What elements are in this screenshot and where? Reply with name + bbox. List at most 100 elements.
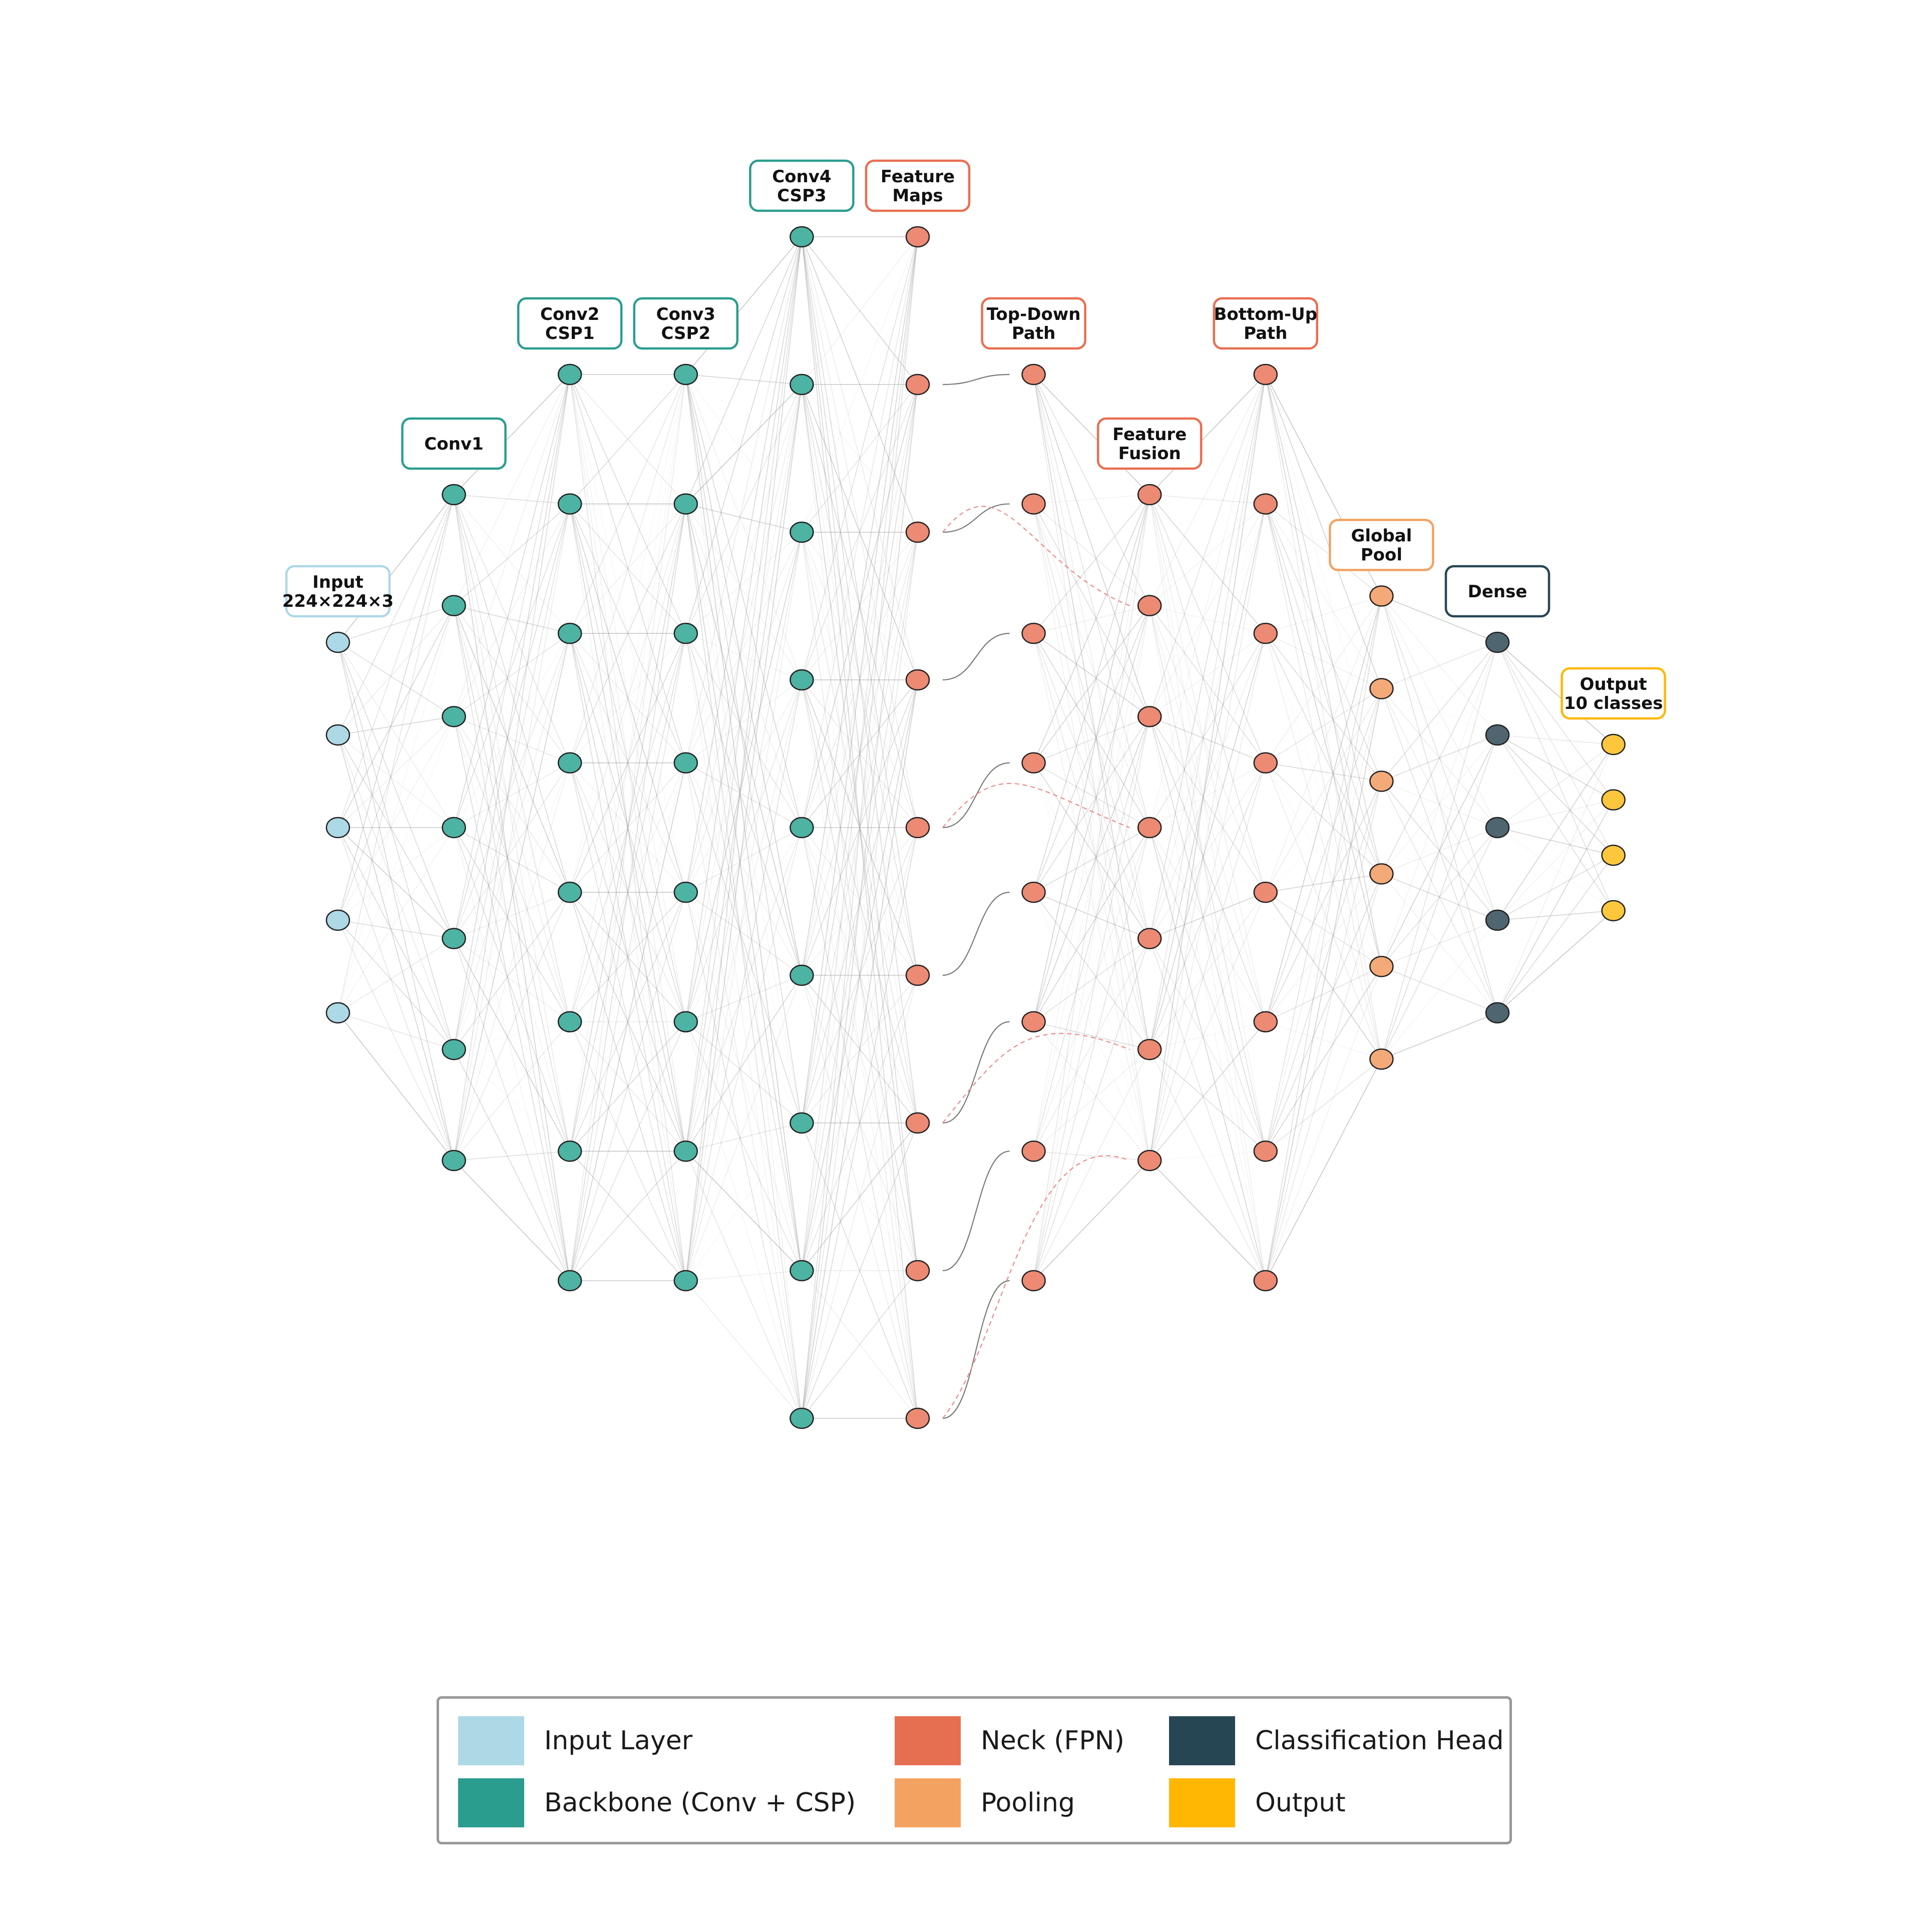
edge [685,236,803,1281]
lateral-connection [942,1150,1010,1272]
node-conv1 [442,928,466,949]
edge [801,532,918,976]
edge [569,762,686,1151]
edge [454,762,570,828]
edge [453,374,570,717]
edge [569,633,686,763]
node-top-down [1021,493,1046,515]
lateral-connection [942,762,1010,829]
edge [685,384,803,763]
node-conv3 [673,1011,698,1033]
edge [453,892,570,1161]
edge [801,1270,918,1419]
edge [1033,716,1150,893]
edge [1149,938,1266,1022]
edge [1381,734,1498,782]
edge [1033,633,1150,939]
edge [1497,799,1614,828]
edge [1149,504,1266,1161]
edge [569,633,686,763]
edge [1381,596,1498,1013]
edge [685,633,803,1419]
edge [1497,910,1614,1013]
edge [685,504,803,680]
edge [1149,716,1266,763]
edge [1265,874,1382,1151]
edge [337,938,455,1013]
edge [1265,781,1382,893]
node-bottom-up [1253,1270,1278,1292]
edge [337,1012,455,1161]
layer-nodes [325,226,1626,1429]
edge [1497,744,1614,1013]
edge [569,892,686,1022]
edge [453,494,570,893]
fusion-connection [942,1155,1130,1419]
lateral-connection [942,633,1010,681]
edge [453,605,570,893]
layer-label-conv1: Conv1 [401,417,507,470]
edge [1149,827,1266,1151]
edge [1497,734,1614,745]
edge [1381,595,1498,735]
edge [1381,966,1498,1013]
edge [1149,762,1266,1161]
edge [685,532,803,1022]
edge [569,504,686,1151]
edge [1381,734,1498,875]
edge [685,975,803,1151]
edge [1381,873,1498,921]
edge [801,679,918,1123]
edge [337,642,455,939]
edge [685,827,803,1281]
edge [453,504,570,717]
edge [685,1150,802,1271]
edge [685,236,803,893]
edge [1033,1150,1150,1161]
edge [1033,633,1150,828]
edge [1033,892,1150,939]
edge [1033,374,1150,1050]
edge [1149,1049,1266,1281]
node-feature-fusion [1137,817,1162,839]
edge [1381,642,1498,782]
edge [337,716,455,828]
edge [1265,504,1382,967]
edge [569,633,686,1151]
edge [1265,374,1382,874]
edge [1149,374,1266,828]
edge [801,827,918,1123]
edge [1265,596,1382,763]
edge [337,605,455,921]
edge [685,827,803,1022]
edge [1033,605,1150,1022]
edge [453,374,570,828]
edge [801,679,918,828]
edge [569,762,686,1281]
legend-label-backbone: Backbone (Conv + CSP) [544,1788,856,1818]
edge [801,384,918,533]
edge [685,236,803,634]
legend-item-output: Output [1169,1778,1346,1828]
legend-item-backbone: Backbone (Conv + CSP) [458,1778,856,1828]
node-global-pool [1369,770,1394,792]
edge [453,605,570,1022]
edge [569,762,686,893]
edge [1033,494,1150,1281]
edge [685,504,803,1123]
node-bottom-up [1253,493,1278,515]
edge [801,827,918,1271]
edge [453,762,570,939]
edge [569,892,686,1281]
edge [569,762,686,1281]
lateral-connection [942,1280,1010,1419]
edge [685,374,803,976]
edge [1265,596,1382,1281]
edge [801,827,918,976]
node-conv4 [790,521,814,543]
edge [685,762,802,828]
edge [1381,781,1498,1013]
edge [685,236,803,763]
